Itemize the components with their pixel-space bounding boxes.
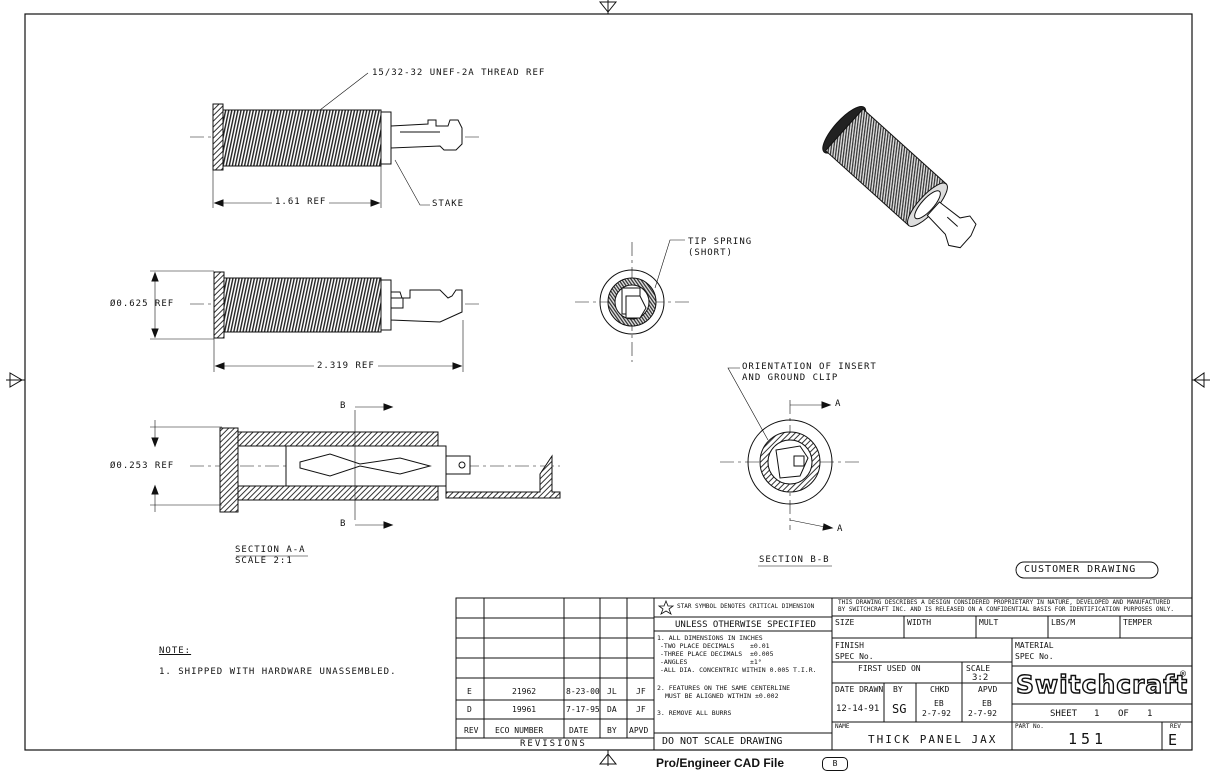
customer-drawing-label: CUSTOMER DRAWING [1024, 564, 1137, 575]
rev-row-0-by: JL [607, 687, 617, 696]
rev-row-1-date: 7-17-95 [566, 705, 600, 714]
jack-side-view-top [190, 72, 480, 208]
part-no-label: PART No. [1015, 723, 1044, 730]
end-view-tip-spring [575, 239, 690, 362]
date-drawn-value: 12-14-91 [836, 704, 880, 714]
proprietary-line-2: BY SWITCHCRAFT INC. AND IS RELEASED ON A… [838, 606, 1174, 613]
spec-line-3: -THREE PLACE DECIMALS ±0.005 [660, 650, 774, 658]
orientation-label-1: ORIENTATION OF INSERT [742, 362, 877, 372]
revisions-title: REVISIONS [520, 739, 587, 749]
material-spec-label: SPEC No. [1015, 652, 1054, 661]
note-1: 1. SHIPPED WITH HARDWARE UNASSEMBLED. [159, 667, 397, 677]
part-no-value: 151 [1068, 730, 1108, 748]
section-a-a-title: SECTION A-A [235, 545, 306, 555]
spec-line-5: -ALL DIA. CONCENTRIC WITHIN 0.005 T.I.R. [660, 666, 817, 674]
chkd-label: CHKD [930, 685, 950, 694]
lbs-m-label: LBS/M [1051, 618, 1076, 627]
rev-label: REV [1170, 723, 1181, 730]
finish-label: FINISH [835, 641, 864, 650]
do-not-scale-label: DO NOT SCALE DRAWING [662, 736, 783, 747]
rev-row-0-rev: E [467, 687, 472, 696]
rev-header-by: BY [607, 726, 617, 735]
date-drawn-label: DATE DRAWN [835, 685, 884, 694]
zone-markers [6, 0, 1210, 766]
by-label: BY [893, 685, 903, 694]
sheet-number: 1 [1094, 709, 1100, 719]
section-marker-b-bottom: B [340, 519, 347, 529]
of-label: OF [1118, 709, 1129, 719]
section-marker-a-top: A [835, 399, 842, 409]
dim-1-61-label: 1.61 REF [272, 198, 330, 207]
sheet-label: SHEET [1050, 709, 1078, 719]
section-a-a-scale: SCALE 2:1 [235, 556, 293, 566]
star-icon [657, 599, 675, 615]
note-heading: NOTE: [159, 646, 192, 656]
rev-row-1-rev: D [467, 705, 472, 714]
spec-line-4: -ANGLES ±1° [660, 658, 762, 666]
section-marker-a-bottom: A [837, 524, 844, 534]
dim-2-319-label: 2.319 REF [314, 362, 378, 371]
spec-line-7: MUST BE ALIGNED WITHIN ±0.002 [665, 692, 779, 700]
rev-value: E [1168, 731, 1178, 749]
rev-row-1-by: DA [607, 705, 617, 714]
jack-isometric-view [822, 106, 977, 249]
chkd-initials: EB [934, 699, 944, 708]
spec-line-6: 2. FEATURES ON THE SAME CENTERLINE [657, 684, 791, 692]
scale-value: 3:2 [972, 673, 989, 683]
rev-row-0-date: 8-23-00 [566, 687, 600, 696]
footer-cad-label: Pro/Engineer CAD File [656, 756, 785, 770]
tip-spring-short-label: (SHORT) [688, 248, 733, 258]
rev-header-rev: REV [464, 726, 479, 735]
registered-mark: ® [1180, 669, 1187, 680]
switchcraft-logo: Switchcraft [1015, 669, 1189, 699]
thread-ref-label: 15/32-32 UNEF-2A THREAD REF [372, 68, 546, 78]
section-b-b-view [720, 367, 860, 567]
dim-0-253-label: Ø0.253 REF [110, 461, 175, 471]
rev-row-0-eco: 21962 [512, 687, 537, 696]
apvd-label: APVD [978, 685, 998, 694]
spec-line-1: 1. ALL DIMENSIONS IN INCHES [657, 634, 763, 642]
section-a-a-view [150, 403, 561, 557]
star-note: STAR SYMBOL DENOTES CRITICAL DIMENSION [677, 603, 815, 610]
temper-label: TEMPER [1123, 618, 1152, 627]
apvd-initials: EB [982, 699, 992, 708]
proprietary-line-1: THIS DRAWING DESCRIBES A DESIGN CONSIDER… [838, 599, 1171, 606]
tip-spring-label: TIP SPRING [688, 237, 753, 247]
rev-row-0-apvd: JF [636, 687, 646, 696]
section-b-b-title: SECTION B-B [759, 555, 830, 565]
finish-spec-label: SPEC No. [835, 652, 874, 661]
first-used-on-label: FIRST USED ON [858, 664, 921, 673]
name-label: NAME [835, 723, 850, 730]
part-name-value: THICK PANEL JAX [868, 733, 998, 746]
title-block-grid [455, 597, 1193, 751]
material-label: MATERIAL [1015, 641, 1054, 650]
stake-label: STAKE [432, 199, 465, 209]
customer-drawing-frame [1015, 561, 1159, 579]
mult-label: MULT [979, 618, 999, 627]
dim-0-625-label: Ø0.625 REF [110, 299, 175, 309]
rev-header-eco: ECO NUMBER [495, 726, 544, 735]
width-label: WIDTH [907, 618, 932, 627]
spec-line-2: -TWO PLACE DECIMALS ±0.01 [660, 642, 770, 650]
section-marker-b-top: B [340, 401, 347, 411]
unless-otherwise: UNLESS OTHERWISE SPECIFIED [675, 620, 816, 630]
rev-header-apvd: APVD [629, 726, 649, 735]
of-number: 1 [1147, 709, 1153, 719]
spec-line-8: 3. REMOVE ALL BURRS [657, 709, 732, 717]
scale-label: SCALE [966, 664, 991, 673]
rev-row-1-eco: 19961 [512, 705, 537, 714]
orientation-label-2: AND GROUND CLIP [742, 373, 839, 383]
by-value: SG [892, 702, 907, 716]
rev-row-1-apvd: JF [636, 705, 646, 714]
footer-badge: B [822, 757, 848, 771]
size-label: SIZE [835, 618, 855, 627]
rev-header-date: DATE [569, 726, 589, 735]
chkd-date: 2-7-92 [922, 709, 951, 718]
jack-side-view-middle [150, 270, 480, 372]
apvd-date: 2-7-92 [968, 709, 997, 718]
sheet-border [24, 13, 1193, 751]
